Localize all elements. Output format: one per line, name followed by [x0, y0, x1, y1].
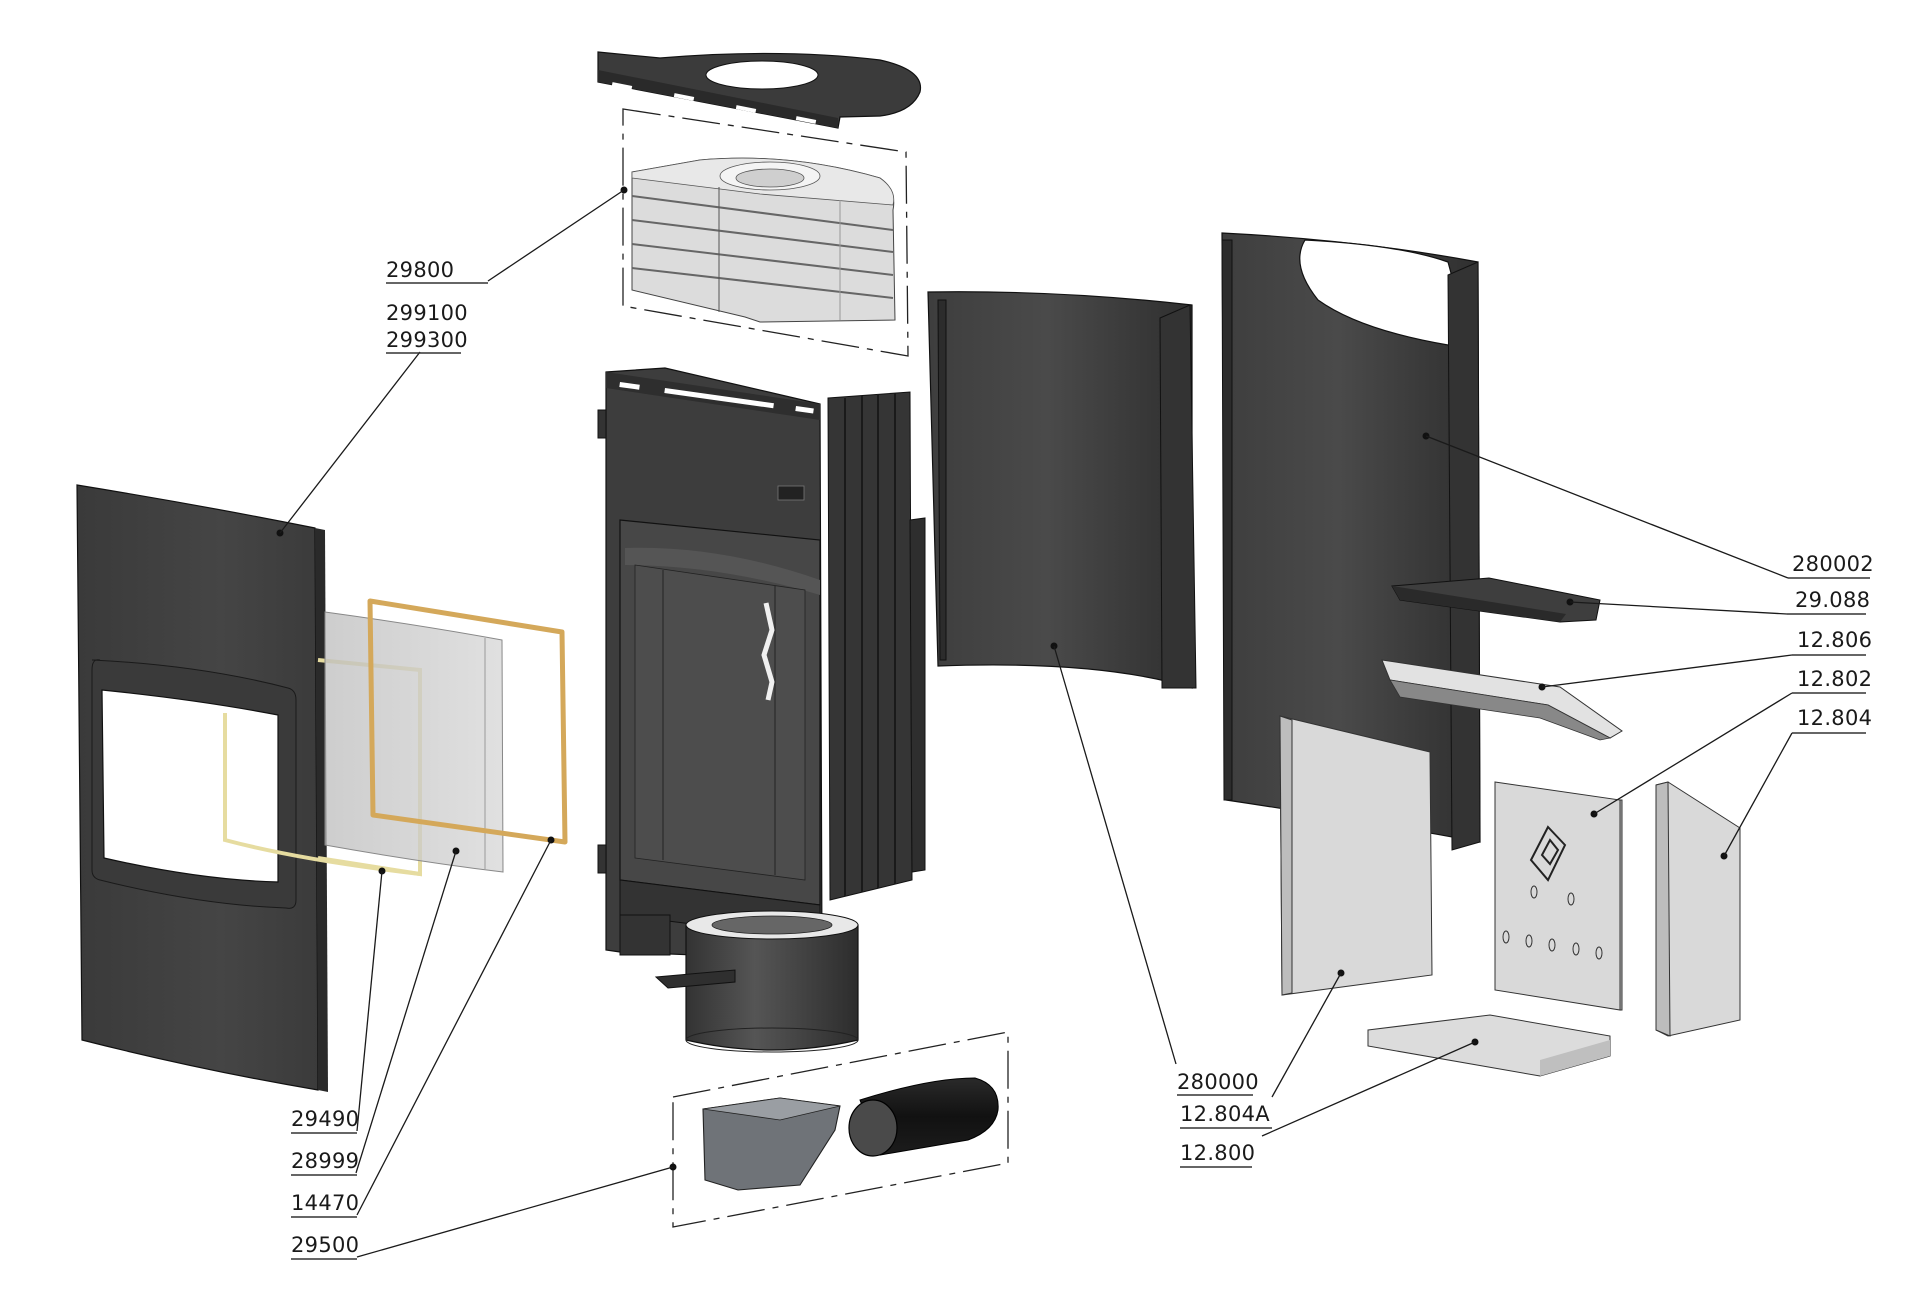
label-299300: 299300: [386, 328, 468, 352]
label-12800: 12.800: [1180, 1141, 1255, 1165]
top-cover-plate: [597, 51, 922, 129]
label-29490: 29490: [291, 1107, 359, 1131]
label-12804A: 12.804A: [1180, 1102, 1270, 1126]
label-280002: 280002: [1792, 552, 1874, 576]
leader-lines: [279, 189, 1793, 1258]
door-glass-28999: [324, 611, 504, 873]
part-labels: 29800 299100 299300 29490 28999 14470 29…: [291, 258, 1874, 1260]
label-29500: 29500: [291, 1233, 359, 1257]
front-door-panel: [76, 484, 328, 1092]
baffle-plate-29088: [1391, 577, 1601, 623]
label-28999: 28999: [291, 1149, 359, 1173]
label-280000: 280000: [1177, 1070, 1259, 1094]
base-firebrick-12800: [1367, 1014, 1611, 1077]
label-14470: 14470: [291, 1191, 359, 1215]
left-firebrick-12804A: [1279, 715, 1433, 996]
label-12804: 12.804: [1797, 706, 1872, 730]
side-shell-panel-280000: [927, 291, 1197, 689]
right-firebrick-12804: [1655, 781, 1741, 1037]
label-29088: 29.088: [1795, 588, 1870, 612]
rear-firebrick-12802: [1494, 781, 1623, 1011]
label-12802: 12.802: [1797, 667, 1872, 691]
label-299100: 299100: [386, 301, 468, 325]
label-29800: 29800: [386, 258, 454, 282]
firebox-body: [597, 367, 926, 1053]
label-12806: 12.806: [1797, 628, 1872, 652]
baffle-firebrick-12806: [1381, 659, 1623, 741]
ceramic-ring-stack: [620, 108, 909, 357]
external-air-kit-29500: [669, 1031, 1009, 1228]
